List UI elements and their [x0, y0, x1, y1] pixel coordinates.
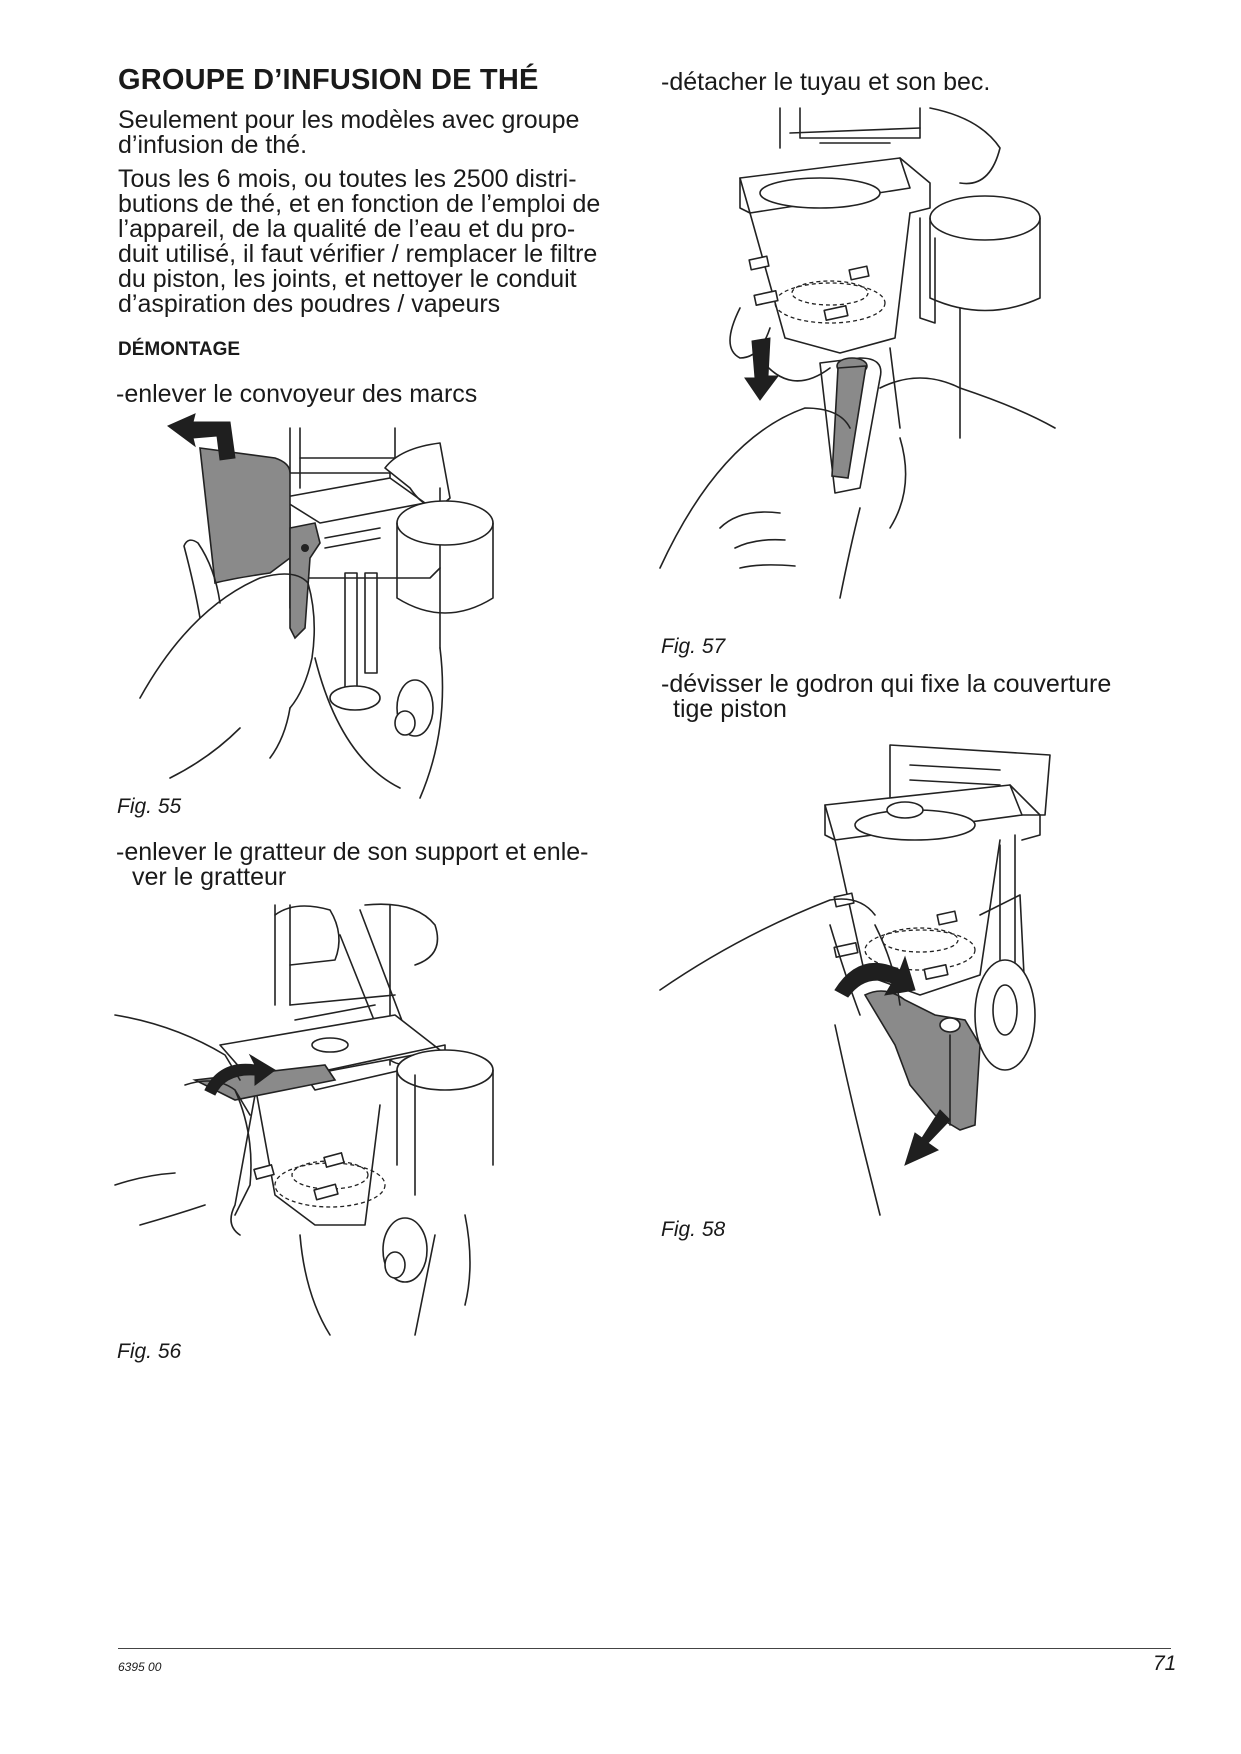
- intro-line: du piston, les joints, et nettoyer le co…: [118, 265, 577, 293]
- step-1: -enlever le convoyeur des marcs: [116, 380, 478, 408]
- intro-line: Seulement pour les modèles avec groupe: [118, 106, 580, 134]
- page-title: GROUPE D’INFUSION DE THÉ: [118, 64, 539, 96]
- intro-line: d’aspiration des poudres / vapeurs: [118, 290, 501, 318]
- figure-55-caption: Fig. 55: [117, 795, 182, 818]
- footer-rule: [118, 1648, 1171, 1649]
- figure-56-illustration: [114, 903, 494, 1336]
- step-2-line: -enlever le gratteur de son support et e…: [116, 838, 589, 866]
- step-4: -dévisser le godron qui fixe la couvertu…: [661, 672, 1111, 722]
- section-heading: DÉMONTAGE: [118, 339, 241, 360]
- intro-line: butions de thé, et en fonction de l’empl…: [118, 190, 601, 218]
- step-4-line: tige piston: [673, 695, 787, 723]
- step-2: -enlever le gratteur de son support et e…: [116, 840, 589, 890]
- figure-58-illustration: [659, 744, 1051, 1216]
- document-code: 6395 00: [118, 1660, 162, 1674]
- intro-line: Tous les 6 mois, ou toutes les 2500 dist…: [118, 165, 577, 193]
- figure-58-caption: Fig. 58: [661, 1218, 726, 1241]
- figure-57-illustration: [659, 107, 1056, 599]
- page-number: 71: [1153, 1652, 1177, 1675]
- intro-line: l’appareil, de la qualité de l’eau et du…: [118, 215, 576, 243]
- intro-line: d’infusion de thé.: [118, 131, 308, 159]
- figure-57-caption: Fig. 57: [661, 635, 726, 658]
- step-3: -détacher le tuyau et son bec.: [661, 68, 991, 96]
- intro-line: duit utilisé, il faut vérifier / remplac…: [118, 240, 598, 268]
- intro-paragraph-2: Tous les 6 mois, ou toutes les 2500 dist…: [118, 167, 600, 317]
- intro-paragraph-1: Seulement pour les modèles avec groupe d…: [118, 108, 579, 158]
- step-2-line: ver le gratteur: [132, 863, 287, 891]
- figure-55-illustration: [139, 413, 494, 799]
- figure-56-caption: Fig. 56: [117, 1340, 182, 1363]
- step-4-line: -dévisser le godron qui fixe la couvertu…: [661, 670, 1112, 698]
